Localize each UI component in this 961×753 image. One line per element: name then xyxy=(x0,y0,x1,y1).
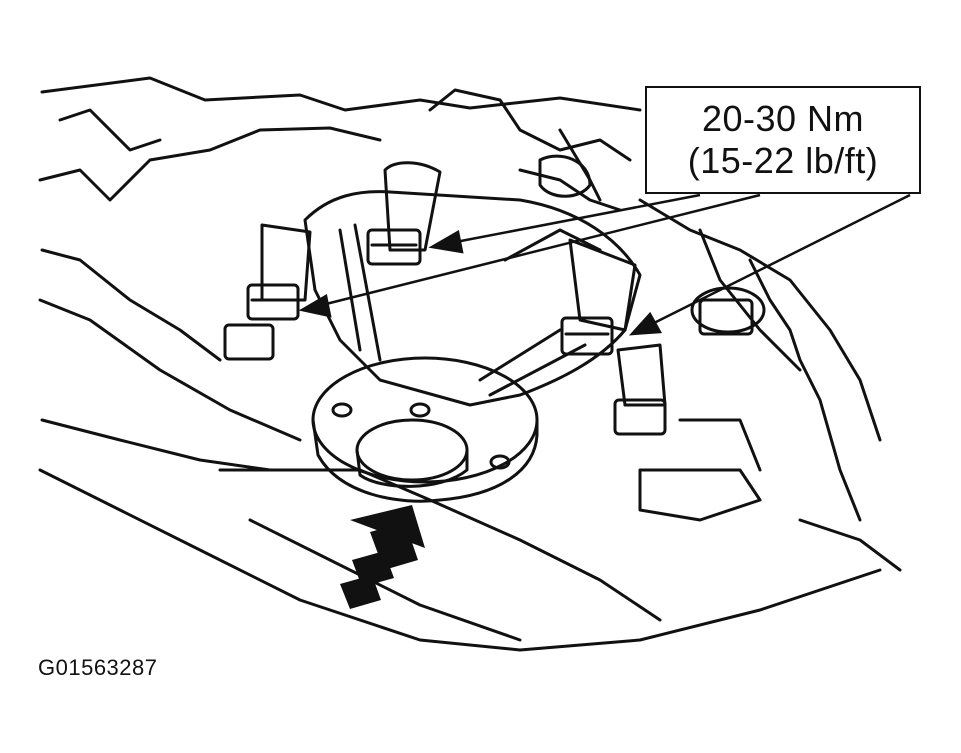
direction-arrow-icon xyxy=(340,505,425,609)
torque-lbft-label: (15-22 lb/ft) xyxy=(687,140,879,181)
torque-nm-label: 20-30 Nm xyxy=(701,98,865,139)
pump-bolt-lower-right xyxy=(613,343,667,436)
engine-block-outline xyxy=(38,76,902,652)
pump-bolt-right xyxy=(560,238,637,356)
pump-bolt-left xyxy=(223,223,312,361)
torque-leader-lines xyxy=(298,193,911,336)
pulley-hub xyxy=(311,356,539,503)
torque-spec-callout: 20-30 Nm (15-22 lb/ft) xyxy=(645,86,921,194)
figure-id: G01563287 xyxy=(38,655,158,680)
hub-bolt-hole xyxy=(331,402,353,418)
hub-bolt-hole xyxy=(409,402,431,418)
engine-bolt-far-right xyxy=(690,286,766,336)
pump-bolt-top xyxy=(366,161,442,266)
hub-bolt-hole xyxy=(489,454,511,470)
